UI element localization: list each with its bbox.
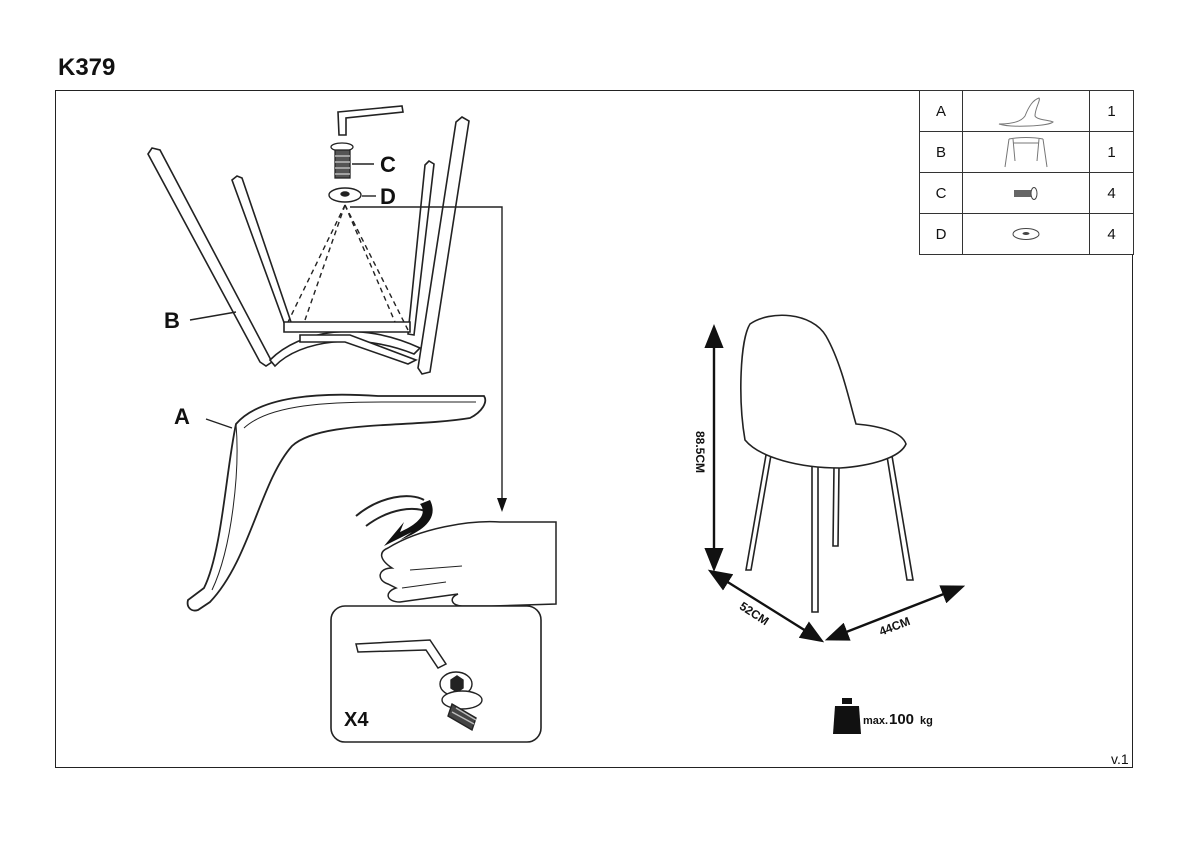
- label-b: B: [164, 308, 180, 333]
- table-row: D 4: [919, 213, 1134, 255]
- seat-shell-drawing: [186, 393, 487, 612]
- diagram-frame: [55, 90, 1133, 768]
- part-picture: [962, 172, 1090, 214]
- part-quantity: 1: [1089, 90, 1134, 132]
- leg-frame-drawing: [147, 116, 470, 375]
- weight-icon: [833, 698, 861, 734]
- label-a: A: [174, 404, 190, 429]
- depth-dimension-arrow: [707, 569, 825, 643]
- depth-dimension-label: 52CM: [737, 599, 771, 628]
- washer-icon: [1012, 228, 1040, 240]
- rotation-arrow-icon: [355, 495, 433, 546]
- label-c: C: [380, 152, 396, 177]
- part-letter: C: [919, 172, 963, 214]
- part-letter: A: [919, 90, 963, 132]
- part-picture: [962, 90, 1090, 132]
- part-letter: B: [919, 131, 963, 173]
- label-d: D: [380, 184, 396, 209]
- part-quantity: 1: [1089, 131, 1134, 173]
- hand-drawing: [379, 520, 557, 607]
- part-picture: [962, 213, 1090, 255]
- assembled-chair-drawing: [740, 314, 914, 613]
- width-dimension-arrow: [824, 585, 966, 641]
- max-load-unit: kg: [920, 715, 933, 727]
- version-label: v.1: [1111, 751, 1129, 767]
- page-title: K379: [58, 54, 116, 81]
- table-row: A 1: [919, 90, 1134, 132]
- insertion-guides: [287, 204, 409, 331]
- bolt-icon: [1014, 187, 1038, 200]
- table-row: C 4: [919, 172, 1134, 214]
- height-dimension-label: 88.5CM: [693, 431, 707, 473]
- max-load-prefix: max.: [863, 715, 888, 727]
- part-picture: [962, 131, 1090, 173]
- detail-box: X4: [330, 605, 542, 743]
- washer-drawing: [328, 187, 362, 203]
- leg-frame-icon: [1004, 137, 1048, 168]
- part-quantity: 4: [1089, 172, 1134, 214]
- detail-count-label: X4: [344, 709, 369, 731]
- part-letter: D: [919, 213, 963, 255]
- seat-shell-icon: [998, 97, 1054, 127]
- table-row: B 1: [919, 131, 1134, 173]
- max-load-value: 100: [889, 711, 914, 728]
- allen-key-drawing: [337, 105, 404, 136]
- part-quantity: 4: [1089, 213, 1134, 255]
- parts-table: A 1 B 1 C 4 D: [919, 90, 1134, 255]
- bolt-drawing: [330, 142, 354, 179]
